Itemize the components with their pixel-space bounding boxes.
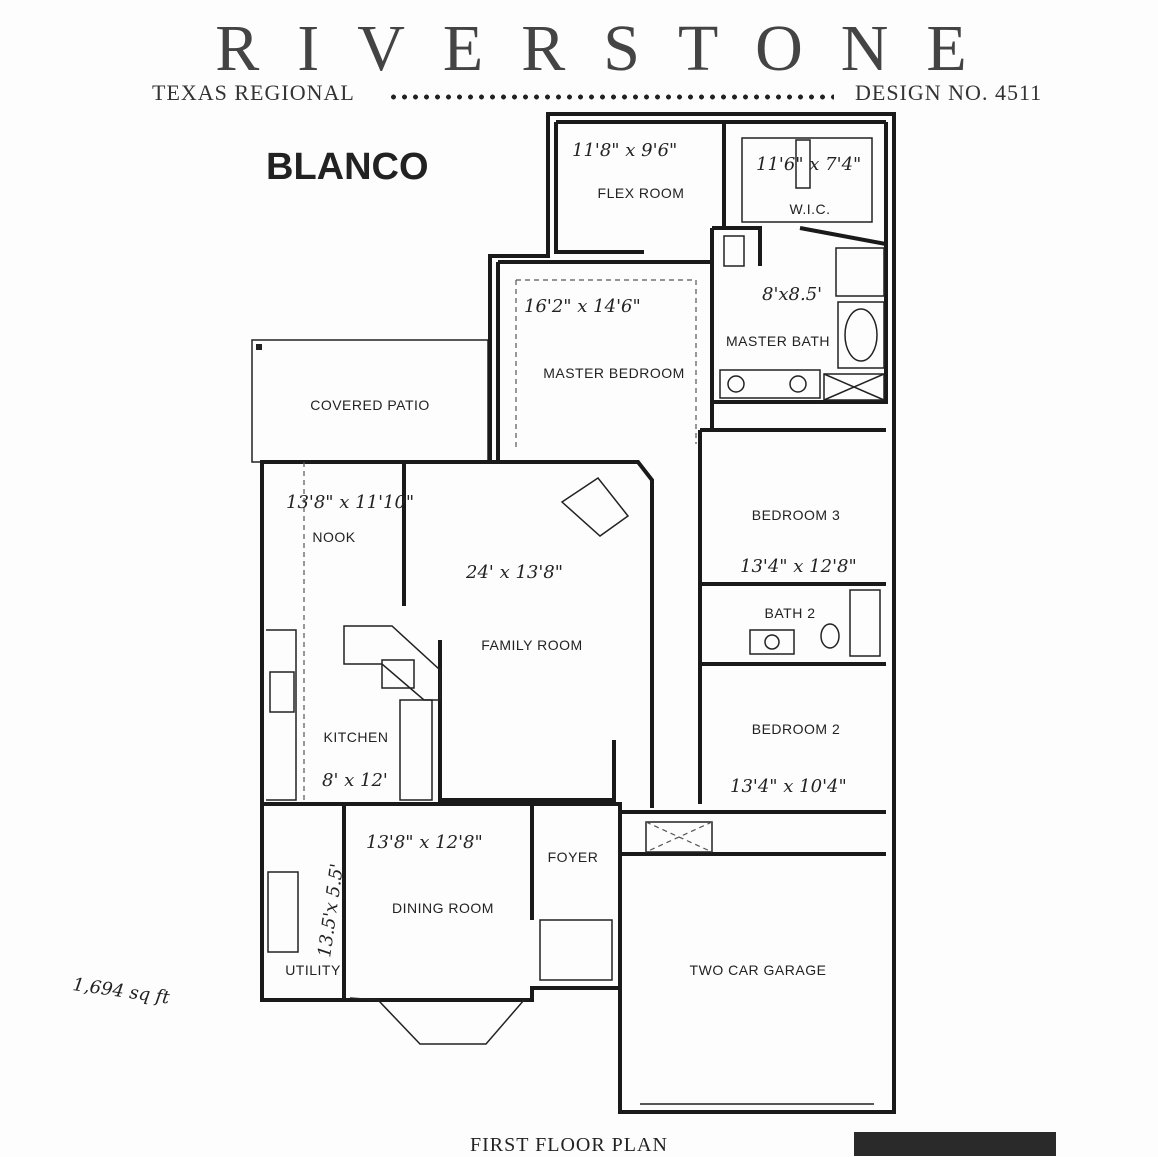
master-bedroom-walls (496, 228, 714, 462)
label-covered-patio: COVERED PATIO (310, 397, 430, 413)
garage-storage-x (645, 821, 713, 853)
fireplace (560, 476, 630, 537)
label-kitchen: KITCHEN (324, 729, 389, 745)
tub (837, 301, 885, 369)
wic-shelving (741, 137, 873, 223)
label-bath-2: BATH 2 (765, 605, 816, 621)
label-bedroom-3: BEDROOM 3 (752, 507, 841, 523)
kitchen-counter (266, 629, 297, 801)
master-toilet (723, 235, 745, 267)
label-nook: NOOK (312, 529, 355, 545)
shower (835, 247, 885, 297)
kitchen-sink (381, 659, 415, 689)
flex-wic-walls (554, 120, 888, 254)
bedroom-walls (698, 428, 886, 804)
dim-wic: 11'6" x 7'4" (756, 154, 861, 175)
label-master-bedroom: MASTER BEDROOM (543, 365, 685, 381)
bath2-sink (764, 634, 780, 650)
bay-window (349, 997, 525, 1045)
linen-box (823, 373, 885, 401)
master-ceiling-dash (515, 279, 697, 450)
label-utility: UTILITY (285, 962, 341, 978)
linen-x (823, 373, 885, 401)
master-bath-walls (712, 226, 888, 404)
garage-storage (645, 821, 713, 853)
dim-dining-room: 13'8" x 12'8" (366, 832, 483, 853)
wic-island (795, 139, 811, 189)
dim-master-bath: 8'x8.5' (762, 284, 822, 305)
washer-dryer (267, 871, 299, 953)
dim-bedroom-2: 13'4" x 10'4" (730, 776, 847, 797)
total-square-feet: 1,694 sq ft (71, 974, 171, 1008)
cooktop (269, 671, 295, 713)
dim-kitchen: 8' x 12' (322, 770, 388, 791)
plan-name: BLANCO (266, 146, 429, 188)
footer-caption: FIRST FLOOR PLAN (470, 1134, 668, 1156)
foyer-entry (539, 919, 613, 981)
label-master-bath: MASTER BATH (726, 333, 830, 349)
dim-flex-room: 11'8" x 9'6" (572, 140, 677, 161)
patio-post (256, 344, 262, 350)
dim-nook: 13'8" x 11'10" (286, 492, 414, 513)
region-label: TEXAS REGIONAL (152, 80, 355, 105)
label-family-room: FAMILY ROOM (481, 637, 582, 653)
dim-bedroom-3: 13'4" x 12'8" (740, 556, 857, 577)
brand-title: RIVERSTONE (215, 12, 1005, 85)
label-wic: W.I.C. (789, 201, 830, 217)
label-bedroom-2: BEDROOM 2 (752, 721, 841, 737)
bath2-toilet (820, 623, 840, 649)
label-flex-room: FLEX ROOM (598, 185, 685, 201)
label-foyer: FOYER (548, 849, 599, 865)
vanity (719, 369, 821, 399)
dim-family-room: 24' x 13'8" (465, 562, 563, 583)
sink-left (727, 375, 745, 393)
bath2-vanity (749, 629, 795, 655)
footer-bar (854, 1132, 1056, 1156)
kitchen-island (343, 625, 441, 701)
living-walls (262, 460, 654, 802)
tub-basin (844, 308, 878, 362)
dotted-divider (388, 94, 834, 100)
design-number: DESIGN NO. 4511 (855, 80, 1043, 105)
sink-right (789, 375, 807, 393)
exterior-wall (260, 112, 896, 1114)
bath2-tub (849, 589, 881, 657)
dim-master-bedroom: 16'2" x 14'6" (524, 296, 641, 317)
pantry (399, 699, 433, 801)
garage-walls (620, 810, 886, 856)
front-walls (262, 802, 622, 998)
label-dining-room: DINING ROOM (392, 900, 494, 916)
label-garage: TWO CAR GARAGE (690, 962, 827, 978)
